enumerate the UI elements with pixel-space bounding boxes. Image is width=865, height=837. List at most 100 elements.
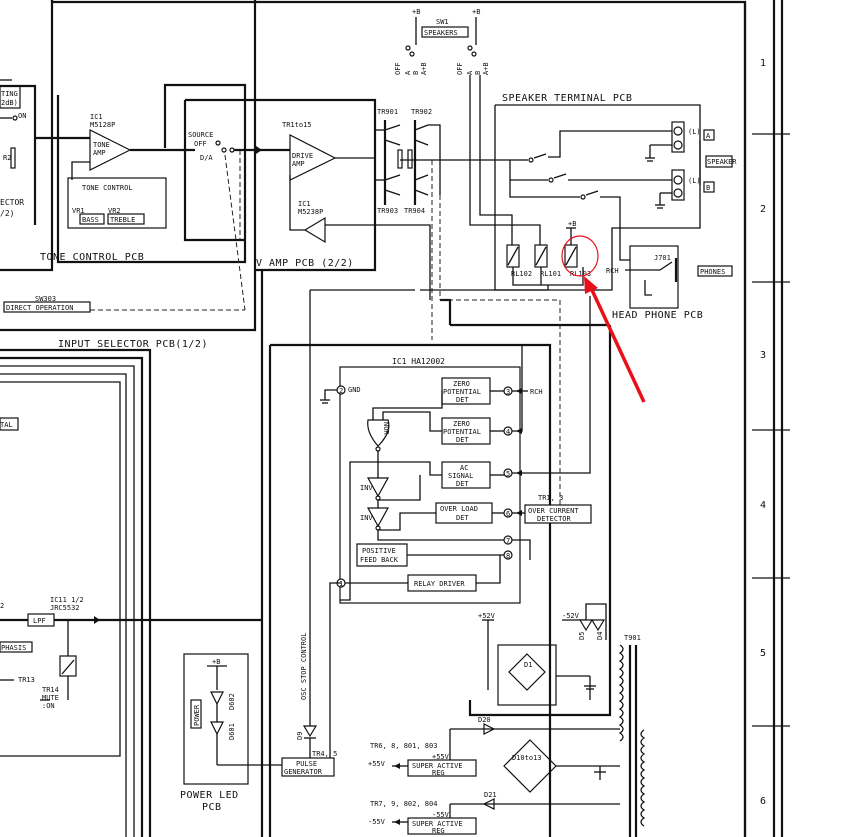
grid-label-5: 5	[760, 648, 767, 659]
d5-label: D5	[578, 632, 586, 640]
tr1-3-label: TR1, 3	[538, 494, 563, 502]
v-amp-pcb-label: V AMP PCB (2/2)	[256, 258, 354, 269]
sw1-off-left: OFF	[394, 62, 402, 75]
ting-label: TING	[1, 90, 18, 98]
tr7-label: TR7, 9, 802, 804	[370, 800, 437, 808]
sw1-plusb-left: +B	[412, 8, 420, 16]
inv2-label: INV	[360, 514, 373, 522]
source-label: SOURCE	[188, 131, 213, 139]
speaker-terminal-pcb-label: SPEAKER TERMINAL PCB	[502, 93, 632, 104]
pin7-label: 7	[506, 537, 510, 545]
tal-label: TAL	[0, 421, 13, 429]
sw1-b-left: B	[412, 71, 420, 75]
sw1-b-right: B	[474, 71, 482, 75]
sw1-a-right: A	[466, 70, 474, 75]
zero1-label: ZERO	[453, 380, 470, 388]
pin8-label: 8	[506, 552, 510, 560]
potential1-label: POTENTIAL	[443, 388, 481, 396]
m52v-label: -52V	[562, 612, 580, 620]
tr1to15-label: TR1to15	[282, 121, 312, 129]
feed-back-label: FEED BACK	[360, 556, 399, 564]
p55v-in-label: +55V	[432, 753, 450, 761]
detector-label: DETECTOR	[537, 515, 572, 523]
pin2-label: 2	[339, 387, 343, 395]
speaker-b-label: B	[706, 184, 710, 192]
pin3-label: 3	[506, 388, 510, 396]
power-led-pcb-label-2: PCB	[202, 802, 222, 813]
half-label: /2)	[0, 209, 14, 218]
sw1-ab-left: A+B	[420, 62, 428, 75]
sw1-ab-right: A+B	[482, 62, 490, 75]
phones-label: PHONES	[700, 268, 725, 276]
rch-ic-label: RCH	[530, 388, 543, 396]
ac1-label: AC	[460, 464, 468, 472]
tr902-label: TR902	[411, 108, 432, 116]
tone-control-label: TONE CONTROL	[82, 184, 133, 192]
da-label: D/A	[200, 154, 213, 162]
grid-label-4: 4	[760, 500, 767, 511]
d602-label: D602	[228, 693, 236, 710]
zero2-label: ZERO	[453, 420, 470, 428]
sw303-label: SW303	[35, 295, 56, 303]
treble-label: TREBLE	[110, 216, 135, 224]
sw1-off-right: OFF	[456, 62, 464, 75]
potential2-label: POTENTIAL	[443, 428, 481, 436]
det1-label: DET	[456, 396, 469, 404]
pin4-label: 4	[506, 428, 510, 436]
reg1-label: REG	[432, 769, 445, 777]
headphone-section: J701 PHONES HEAD PHONE PCB	[612, 254, 733, 321]
rl103-highlight-annotation	[561, 235, 646, 403]
head-phone-pcb-label: HEAD PHONE PCB	[612, 310, 703, 321]
ic1-left-label: IC1	[90, 113, 103, 121]
tr6-label: TR6, 8, 801, 803	[370, 742, 437, 750]
tone-amp-label-1: TONE	[93, 141, 110, 149]
sw1-a-left: A	[404, 70, 412, 75]
d601-label: D601	[228, 723, 236, 740]
sw303-section: SW303 DIRECT OPERATION INPUT SELECTOR PC…	[3, 295, 245, 350]
output-transistors: TR901 TR902 TR903 TR904	[375, 108, 520, 340]
ic11-label: IC11 1/2	[50, 596, 84, 604]
drive-amp-label-1: DRIVE	[292, 152, 313, 160]
left-top-fragment: TING 2dB) ON R2 ECTOR /2)	[0, 85, 26, 218]
power-led-section: +B POWER D602 D601 POWER LED PCB	[180, 658, 282, 813]
super-active2-label: SUPER ACTIVE	[412, 820, 463, 828]
grid-border: 1 2 3 4 5 6	[752, 0, 790, 837]
d21-label: D21	[484, 791, 497, 799]
rl-plusb-label: +B	[568, 220, 576, 228]
speaker-terminal-section: SPEAKER TERMINAL PCB (L) (L) A B SPEAKER	[502, 93, 737, 261]
source-switch: SOURCE OFF D/A	[188, 131, 290, 311]
over-current-label: OVER CURRENT	[528, 507, 579, 515]
ic1-mid-label: IC1	[298, 200, 311, 208]
rl103-label: RL103	[570, 270, 591, 278]
positive-label: POSITIVE	[362, 547, 396, 555]
pcb-frames	[0, 0, 747, 837]
grid-label-2: 2	[760, 204, 767, 215]
d20-label: D20	[478, 716, 491, 724]
power-led-pcb-label-1: POWER LED	[180, 790, 239, 801]
generator-label: GENERATOR	[284, 768, 323, 776]
on2-label: :ON	[42, 702, 55, 710]
relay-section: RL102 RL101 RL103 +B RCH	[420, 220, 660, 301]
phasis-label: PHASIS	[1, 644, 26, 652]
grid-label-6: 6	[760, 796, 767, 807]
speakers-label: SPEAKERS	[424, 29, 458, 37]
pulse-label: PULSE	[296, 760, 317, 768]
super-active1-label: SUPER ACTIVE	[412, 762, 463, 770]
speaker-label: SPEAKER	[707, 158, 737, 166]
left-lower-section: TAL IC11 1/2 JRC5532 2 LPF PHASIS TR13 T…	[0, 417, 262, 710]
source-off-label: OFF	[194, 140, 207, 148]
direct-operation-label: DIRECT OPERATION	[6, 304, 73, 312]
db2-label: 2dB)	[1, 99, 18, 107]
mute-label: MUTE	[42, 694, 59, 702]
d9-label: D9	[296, 732, 304, 740]
d10to13-label: D10to13	[512, 754, 542, 762]
m55v-in-label: -55V	[432, 811, 450, 819]
grid-label-3: 3	[760, 350, 767, 361]
tone-amp-label-2: AMP	[93, 149, 106, 157]
grid-label-1: 1	[760, 58, 767, 69]
lpf-label: LPF	[33, 617, 46, 625]
tr904-label: TR904	[404, 207, 425, 215]
bass-label: BASS	[82, 216, 99, 224]
osc-stop-label: OSC STOP CONTROL	[300, 633, 308, 700]
